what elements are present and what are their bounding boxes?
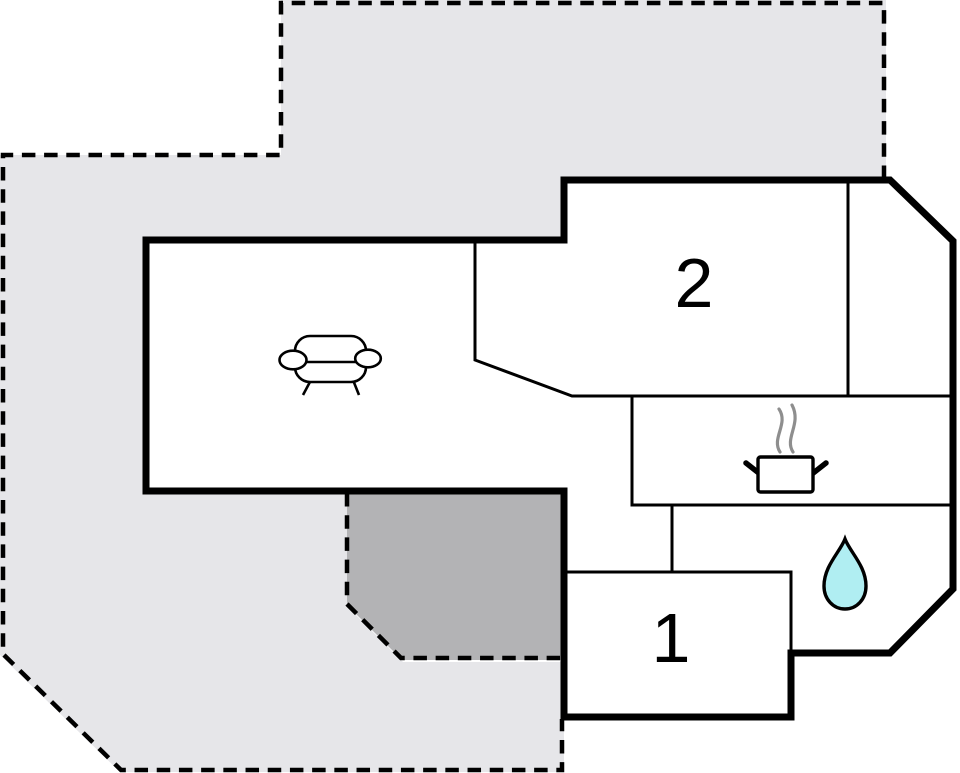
terrace-dashed-border <box>0 0 887 773</box>
sofa-armrest-right <box>353 348 383 369</box>
wall-bedroom1-top-and-right <box>566 570 793 651</box>
patio-area <box>347 491 564 660</box>
pot-body <box>756 455 815 494</box>
sofa-icon <box>278 334 383 396</box>
steam-wave-right <box>788 403 797 454</box>
steam-icon <box>775 403 797 454</box>
water-drop-icon <box>822 534 868 611</box>
wall-kitchen-left-and-bottom <box>630 396 950 507</box>
patio-dashed-border <box>344 493 560 661</box>
room-label-bedroom-2: 2 <box>675 244 714 322</box>
room-label-bedroom-1: 1 <box>652 599 691 677</box>
sofa-armrest-left <box>278 349 308 371</box>
steam-wave-left <box>775 407 784 454</box>
interior-walls <box>473 181 950 651</box>
house-outline <box>142 176 957 721</box>
wall-bedroom2-left-and-bottom <box>473 239 950 398</box>
terrace-area <box>0 0 886 772</box>
cooking-pot-icon <box>743 403 829 494</box>
